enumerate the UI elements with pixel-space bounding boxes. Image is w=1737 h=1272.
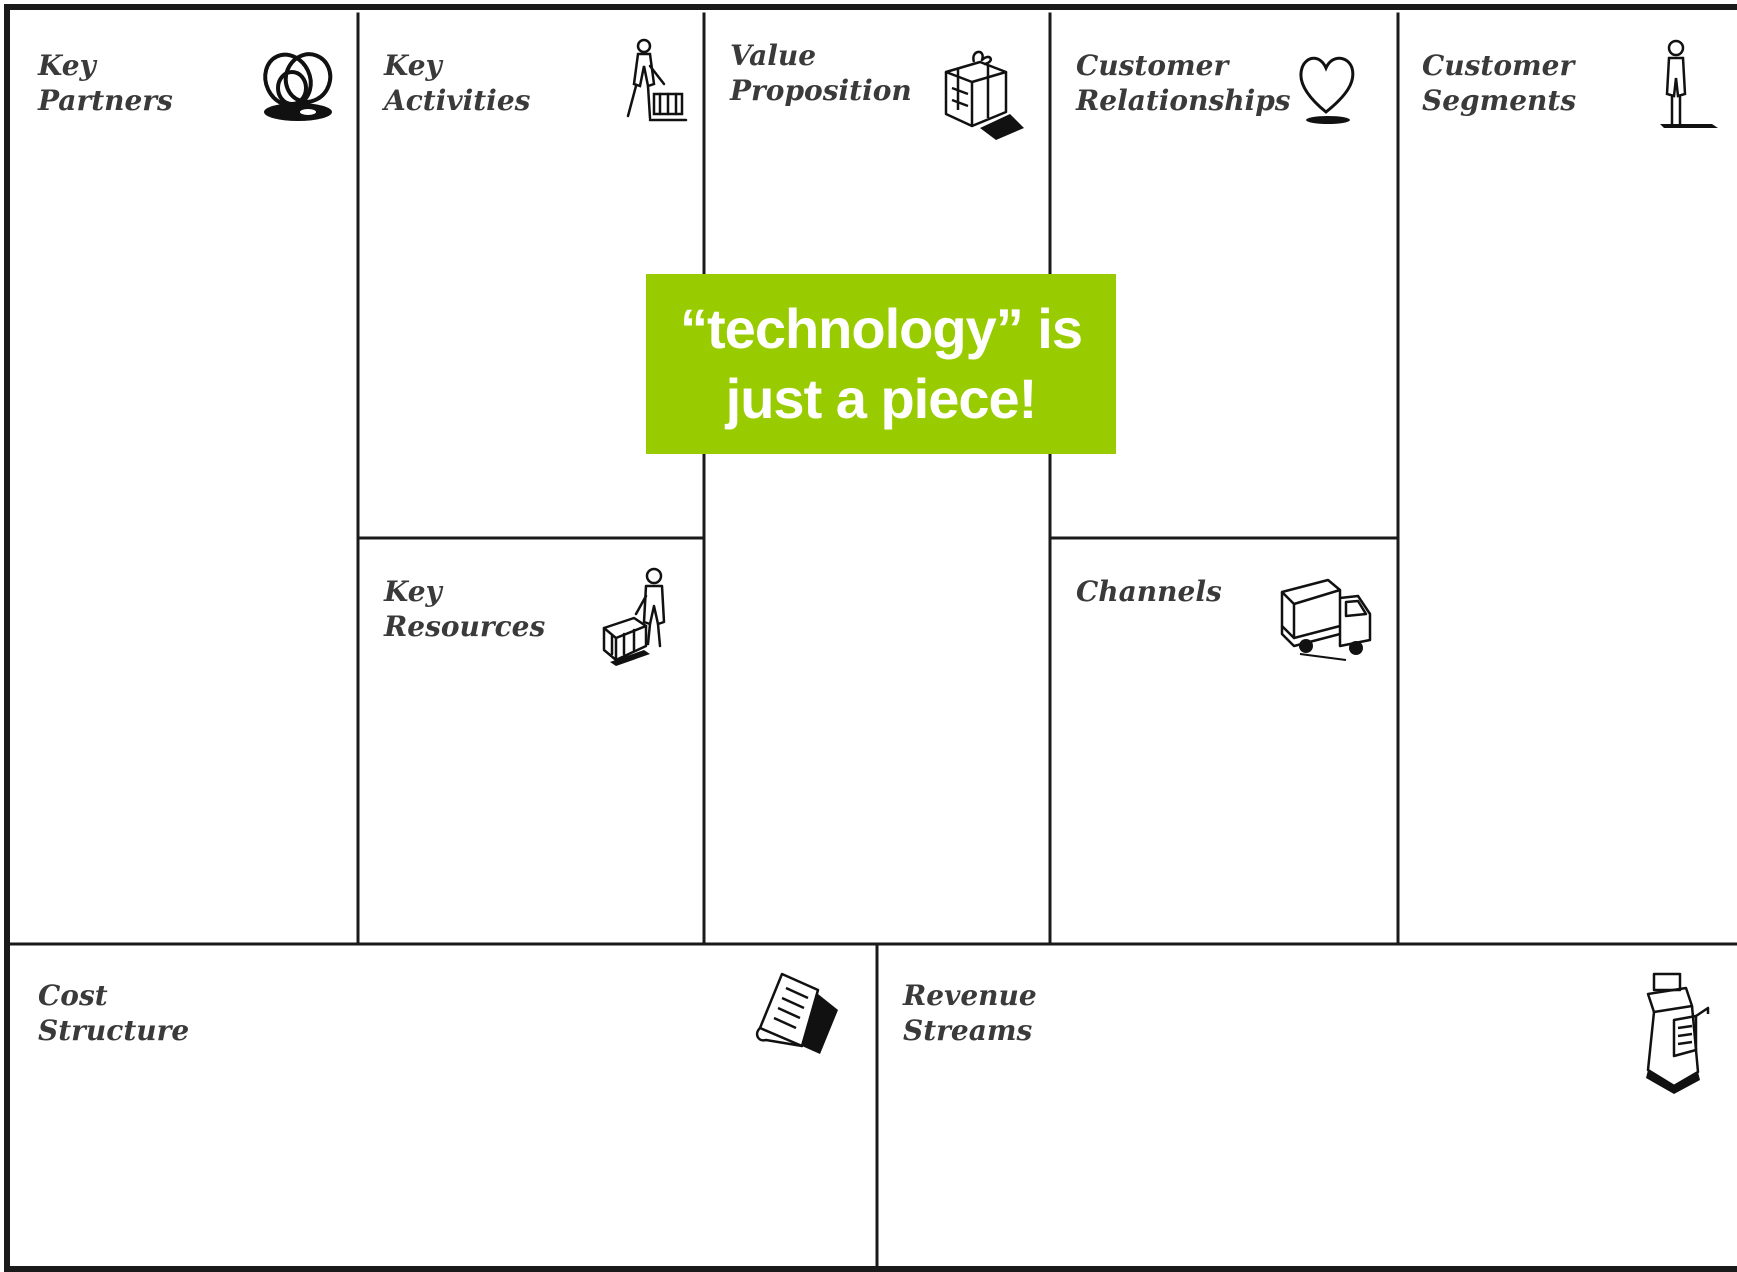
- value-proposition-label: Value Proposition: [730, 38, 912, 108]
- cost-structure-label-line-2: Structure: [38, 1014, 190, 1047]
- heart-icon: [1294, 46, 1358, 128]
- key-resources-label-line-1: Key: [384, 575, 442, 608]
- customer-segments-label-line-1: Customer: [1422, 49, 1575, 82]
- value-proposition-label-line-1: Value: [730, 39, 817, 72]
- cash-register-icon: [1634, 970, 1714, 1094]
- revenue-streams-label-line-1: Revenue: [903, 979, 1037, 1012]
- value-proposition-label-line-2: Proposition: [730, 74, 912, 107]
- customer-relationships-label: Customer Relationships: [1076, 48, 1291, 118]
- worker-with-cart-icon: [614, 36, 688, 128]
- customer-segments-label-line-2: Segments: [1422, 84, 1577, 117]
- customer-relationships-label-line-2: Relationships: [1076, 84, 1291, 117]
- channels-label-line-1: Channels: [1076, 575, 1222, 608]
- key-partners-label: Key Partners: [38, 48, 173, 118]
- key-partners-label-line-1: Key: [38, 49, 96, 82]
- key-activities-label: Key Activities: [384, 48, 530, 118]
- gift-package-icon: [940, 48, 1026, 142]
- key-resources-label: Key Resources: [384, 574, 545, 644]
- key-resources-label-line-2: Resources: [384, 610, 546, 643]
- customer-relationships-label-line-1: Customer: [1076, 49, 1229, 82]
- cost-structure-label: Cost Structure: [38, 978, 189, 1048]
- key-activities-label-line-2: Activities: [384, 84, 531, 117]
- cost-structure-label-line-1: Cost: [38, 979, 108, 1012]
- key-activities-label-line-1: Key: [384, 49, 442, 82]
- channels-label: Channels: [1076, 574, 1222, 609]
- receipt-icon: [752, 970, 848, 1060]
- revenue-streams-label: Revenue Streams: [903, 978, 1037, 1048]
- callout-line-2: just a piece!: [725, 367, 1038, 430]
- callout-line-1: “technology” is: [680, 297, 1083, 360]
- standing-person-icon: [1652, 38, 1724, 132]
- person-with-machine-icon: [600, 566, 684, 670]
- customer-segments-label: Customer Segments: [1422, 48, 1576, 118]
- linked-rings-icon: [252, 44, 344, 126]
- key-partners-label-line-2: Partners: [38, 84, 173, 117]
- delivery-truck-icon: [1276, 574, 1376, 666]
- revenue-streams-label-line-2: Streams: [903, 1014, 1033, 1047]
- technology-callout: “technology” is just a piece!: [646, 274, 1116, 454]
